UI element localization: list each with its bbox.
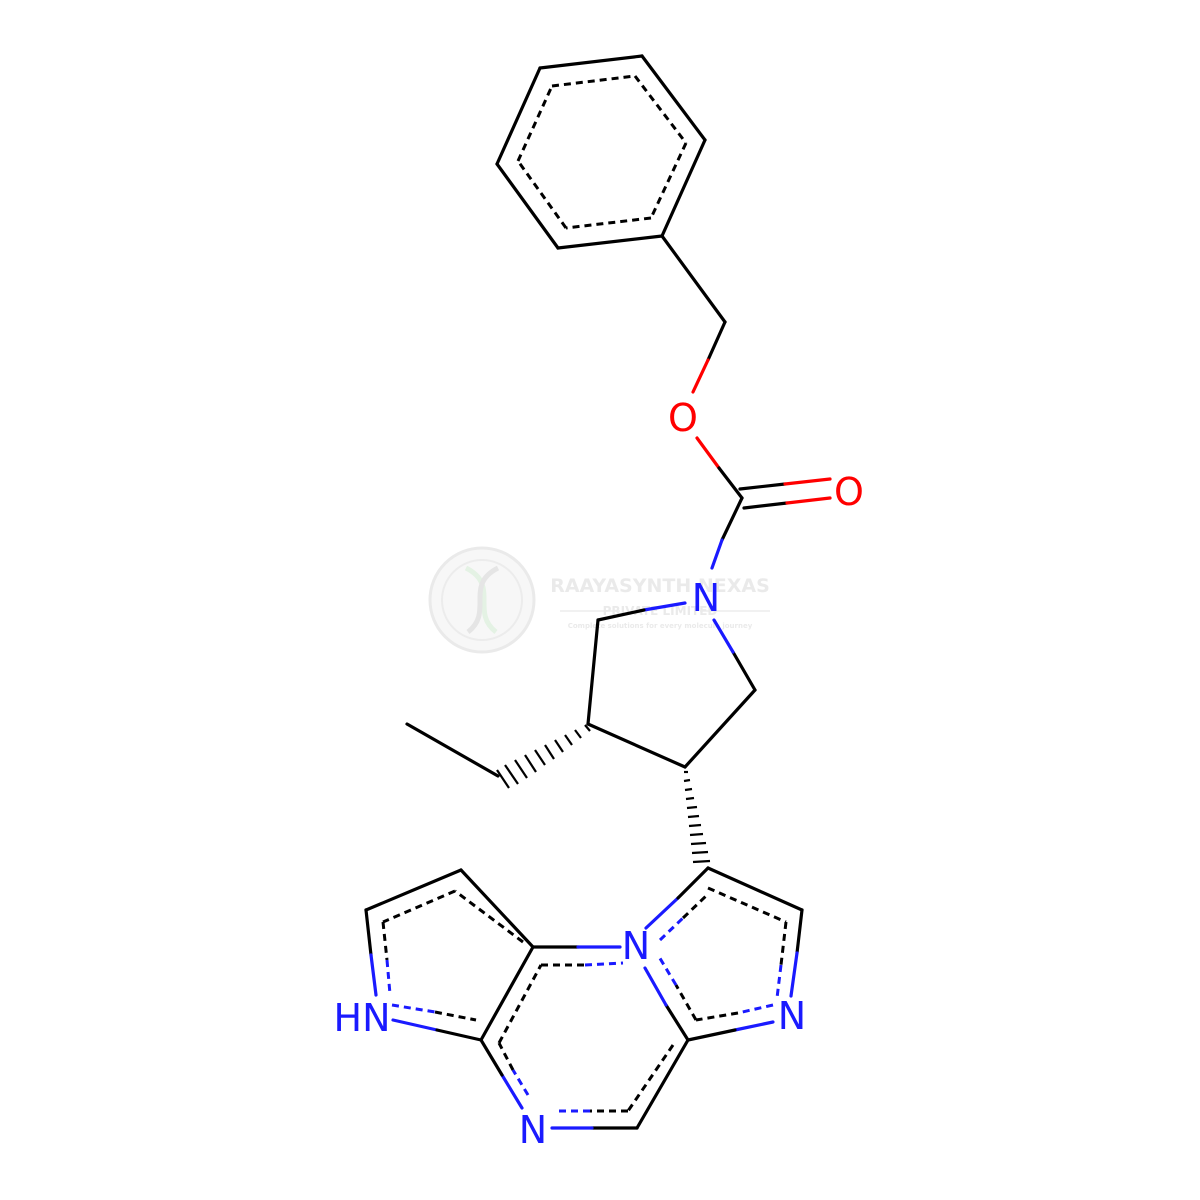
pyrrolidine-ring — [586, 601, 757, 769]
benzene-ring — [495, 54, 707, 250]
atom-label-carbonyl-oxygen: O — [834, 470, 864, 514]
atom-label-pyrrole-nh: HN — [334, 996, 391, 1040]
atom-labels: O O N N N HN N — [334, 396, 864, 1152]
hashed-wedge-ethyl — [496, 724, 591, 789]
pyrrole-ring — [364, 868, 535, 1042]
pyrazine-ring — [479, 945, 690, 1130]
atom-label-pyrazine-nitrogen: N — [519, 1108, 547, 1152]
hashed-wedge-aryl — [683, 770, 711, 864]
watermark-company: RAAYASYNTH NEXAS — [550, 575, 770, 597]
benzyloxy-linker — [660, 234, 744, 500]
carbonyl-group — [710, 477, 832, 570]
watermark: RAAYASYNTH NEXAS PRIVATE LIMITED Complet… — [428, 546, 770, 654]
atom-label-ether-oxygen: O — [668, 396, 698, 440]
imidazole-ring — [643, 866, 804, 1042]
atom-label-imidazole-nitrogen: N — [778, 994, 806, 1038]
atom-label-pyrrolidine-nitrogen: N — [692, 576, 720, 620]
watermark-tagline: Complete solutions for every molecule jo… — [568, 622, 753, 630]
atom-label-bridge-nitrogen: N — [622, 924, 650, 968]
ethyl-substituent — [405, 722, 591, 789]
watermark-subtitle: PRIVATE LIMITED — [603, 604, 718, 618]
